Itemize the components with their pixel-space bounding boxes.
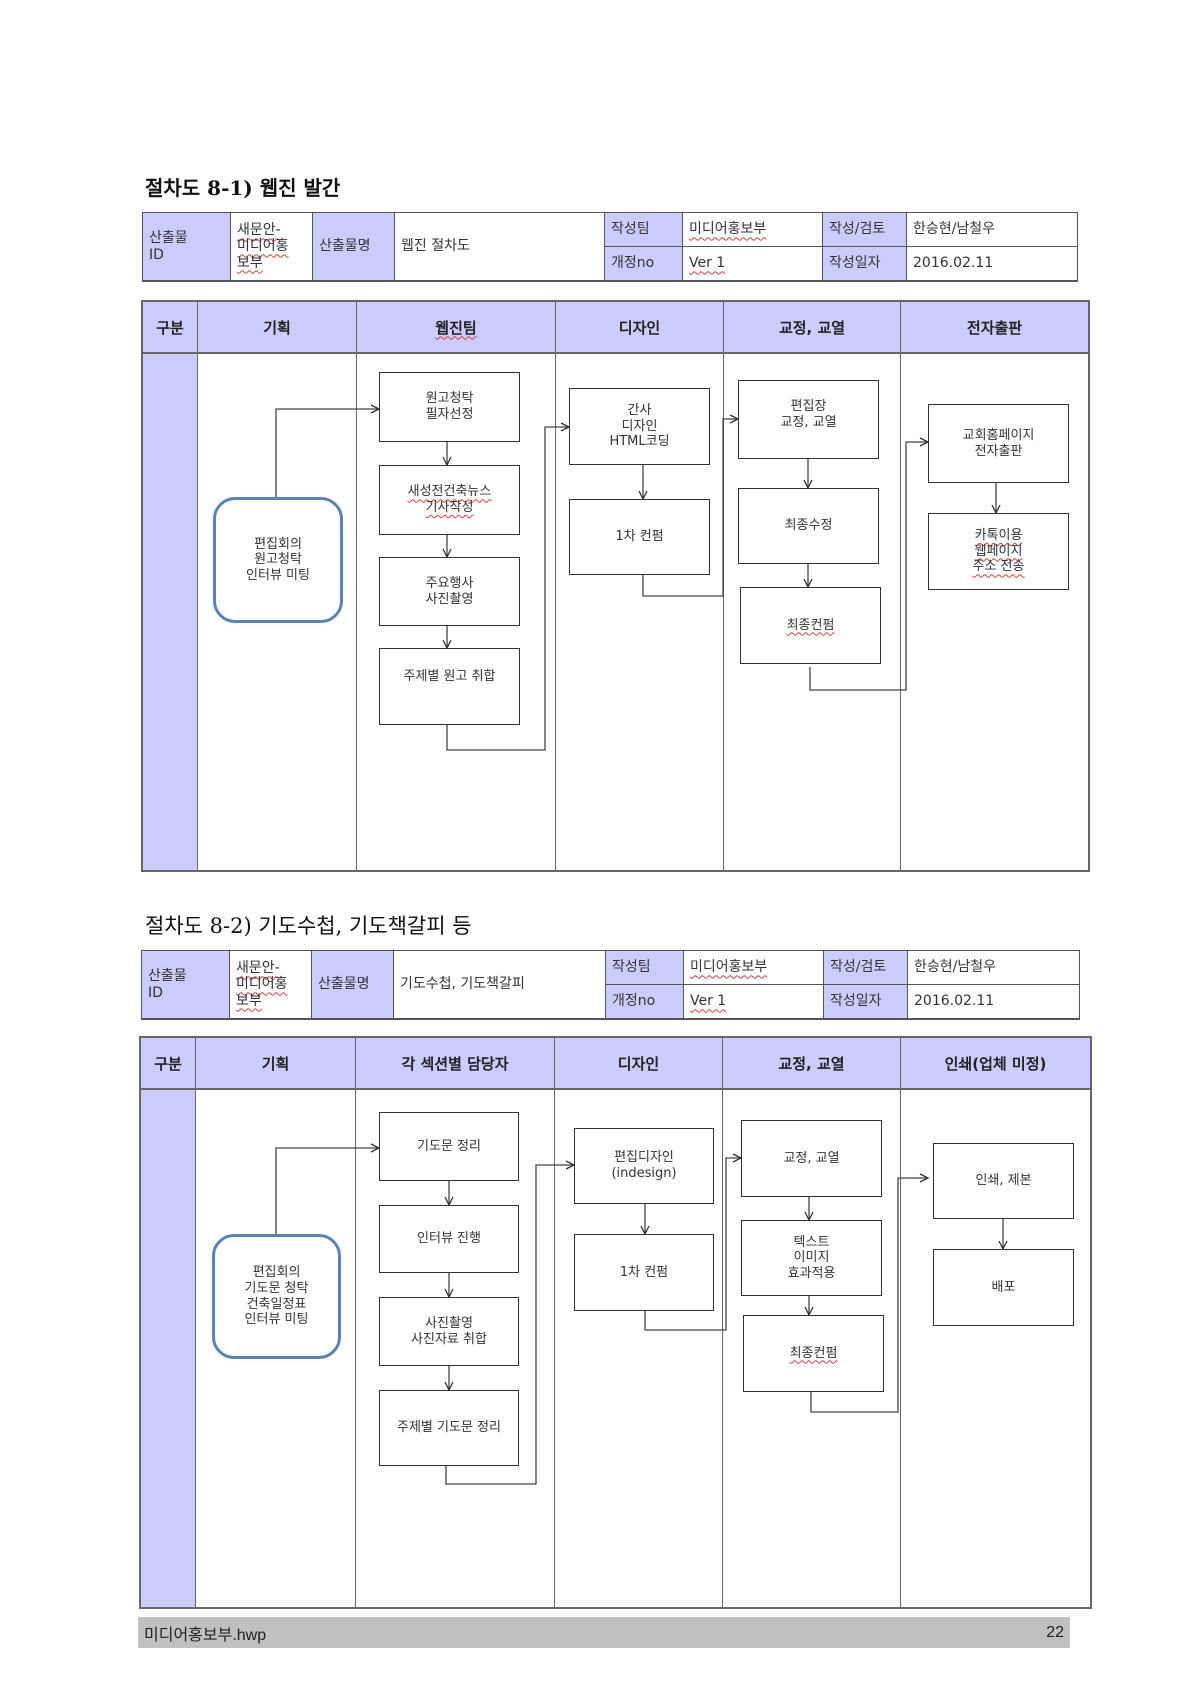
- lane-header-category: 구분: [143, 302, 198, 354]
- lane-header-print: 인쇄(업체 미정): [901, 1038, 1090, 1090]
- meta-id-label: 산출물 ID: [143, 213, 231, 281]
- meta-rev-value-text: Ver 1: [689, 255, 726, 272]
- meta-id-label: 산출물 ID: [142, 951, 230, 1019]
- flow-node-proof-2: 최종수정: [738, 488, 879, 564]
- lane-header-category: 구분: [141, 1038, 196, 1090]
- flow-node-start: 편집회의 원고청탁 인터뷰 미팅: [213, 497, 343, 623]
- flow-node-owner-1: 기도문 정리: [379, 1112, 519, 1181]
- flow-node-owner-2: 인터뷰 진행: [379, 1205, 519, 1273]
- meta-rev-value-text: Ver 1: [690, 993, 727, 1010]
- section1-title: 절차도 8-1) 웹진 발간: [145, 176, 341, 200]
- flow-node-webzine-1: 원고청탁 필자선정: [379, 372, 520, 442]
- meta-rev-label: 개정no: [605, 247, 683, 281]
- flow-node-design-1-text: 편집디자인 (indesign): [611, 1150, 677, 1181]
- meta-date-value: 2016.02.11: [907, 247, 1077, 281]
- footer-page-number: 22: [1046, 1623, 1064, 1641]
- meta-name-value: 웹진 절차도: [395, 213, 605, 281]
- flow-node-print-1: 인쇄, 제본: [933, 1143, 1074, 1219]
- meta-name-label: 산출물명: [313, 213, 395, 281]
- flow-node-proof-2: 텍스트 이미지 효과적용: [741, 1220, 882, 1296]
- flow-node-webzine-2-text: 새성전건축뉴스 기사작성: [407, 484, 492, 515]
- flow-node-proof-1: 편집장 교정, 교열: [738, 380, 879, 459]
- lane-col-planning: [196, 1038, 356, 1607]
- lane-header-proofread: 교정, 교열: [723, 1038, 901, 1090]
- section2-title: 절차도 8-2) 기도수첩, 기도책갈피 등: [145, 914, 472, 938]
- flow-node-webzine-3: 주요행사 사진촬영: [379, 557, 520, 626]
- lane-col-category: [141, 1038, 196, 1607]
- flow-node-proof-3-text: 최종컨펌: [789, 1345, 838, 1361]
- section2-meta-table: 산출물 ID 새문안- 미디어홍 보부 산출물명 기도수첩, 기도책갈피 작성팀…: [141, 950, 1080, 1020]
- lane-col-category: [143, 302, 198, 870]
- flow-node-proof-1: 교정, 교열: [741, 1120, 882, 1197]
- lane-header-design: 디자인: [555, 1038, 723, 1090]
- meta-date-label: 작성일자: [823, 247, 907, 281]
- meta-author-label: 작성/검토: [824, 951, 908, 985]
- meta-name-value: 기도수첩, 기도책갈피: [394, 951, 606, 1019]
- meta-date-label: 작성일자: [824, 985, 908, 1019]
- flow-node-proof-3: 최종컨펌: [740, 587, 881, 664]
- meta-author-label: 작성/검토: [823, 213, 907, 247]
- meta-name-label: 산출물명: [312, 951, 394, 1019]
- flow-node-design-1: 간사 디자인 HTML코딩: [569, 388, 710, 465]
- lane-header-proofread: 교정, 교열: [724, 302, 901, 354]
- meta-team-value-text: 미디어홍보부: [690, 959, 768, 976]
- flow-node-design-1: 편집디자인 (indesign): [574, 1128, 714, 1204]
- meta-rev-value: Ver 1: [684, 985, 824, 1019]
- flow-node-epublish-1: 교회홈페이지 전자출판: [928, 404, 1069, 483]
- meta-id-value-text: 새문안- 미디어홍 보부: [237, 222, 289, 271]
- lane-header-webzine-text: 웹진팀: [435, 318, 477, 337]
- meta-author-value: 한승현/남철우: [907, 213, 1077, 247]
- flow-node-owner-3: 사진촬영 사진자료 취합: [379, 1297, 519, 1366]
- lane-header-section-owners: 각 섹션별 담당자: [356, 1038, 555, 1090]
- meta-id-value-text: 새문안- 미디어홍 보부: [236, 960, 288, 1009]
- flow-node-design-2-text: 1차 컨펌: [615, 529, 664, 545]
- flow-node-epublish-2: 카톡이용 웹페이지 주소 전송: [928, 513, 1069, 590]
- section1-swimlane: 구분 기획 웹진팀 디자인 교정, 교열 전자출판 편집회의 원고청탁 인터뷰 …: [141, 300, 1090, 872]
- meta-id-value: 새문안- 미디어홍 보부: [230, 951, 312, 1019]
- meta-team-value: 미디어홍보부: [684, 951, 824, 985]
- meta-team-label: 작성팀: [605, 213, 683, 247]
- flow-node-webzine-4: 주제별 원고 취합: [379, 648, 520, 725]
- section1-meta-table: 산출물 ID 새문안- 미디어홍 보부 산출물명 웹진 절차도 작성팀 미디어홍…: [142, 212, 1078, 282]
- meta-team-label: 작성팀: [606, 951, 684, 985]
- lane-header-epublish: 전자출판: [901, 302, 1088, 354]
- meta-author-value: 한승현/남철우: [908, 951, 1079, 985]
- section2-swimlane: 구분 기획 각 섹션별 담당자 디자인 교정, 교열 인쇄(업체 미정) 편집회…: [139, 1036, 1092, 1609]
- meta-id-value: 새문안- 미디어홍 보부: [231, 213, 313, 281]
- lane-col-planning: [198, 302, 357, 870]
- footer-filename: 미디어홍보부.hwp: [144, 1626, 267, 1644]
- meta-team-value-text: 미디어홍보부: [689, 221, 767, 238]
- flow-node-design-2: 1차 컨펌: [574, 1234, 714, 1311]
- flow-node-proof-3: 최종컨펌: [743, 1315, 884, 1392]
- meta-rev-label: 개정no: [606, 985, 684, 1019]
- flow-node-start: 편집회의 기도문 청탁 건축일정표 인터뷰 미팅: [212, 1234, 341, 1359]
- page-footer: 미디어홍보부.hwp 22: [138, 1617, 1070, 1648]
- flow-node-epublish-2-text: 카톡이용 웹페이지 주소 전송: [972, 528, 1025, 575]
- meta-date-value: 2016.02.11: [908, 985, 1079, 1019]
- lane-col-design: [555, 1038, 723, 1607]
- flow-node-owner-4: 주제별 기도문 정리: [379, 1390, 519, 1466]
- lane-header-webzine: 웹진팀: [357, 302, 556, 354]
- flow-node-proof-3-text: 최종컨펌: [786, 617, 835, 633]
- flow-node-design-2: 1차 컨펌: [569, 499, 710, 575]
- flow-node-webzine-2: 새성전건축뉴스 기사작성: [379, 465, 520, 535]
- lane-header-planning: 기획: [198, 302, 357, 354]
- flow-node-print-2: 배포: [933, 1249, 1074, 1326]
- meta-team-value: 미디어홍보부: [683, 213, 823, 247]
- lane-header-planning: 기획: [196, 1038, 356, 1090]
- lane-header-design: 디자인: [556, 302, 724, 354]
- meta-rev-value: Ver 1: [683, 247, 823, 281]
